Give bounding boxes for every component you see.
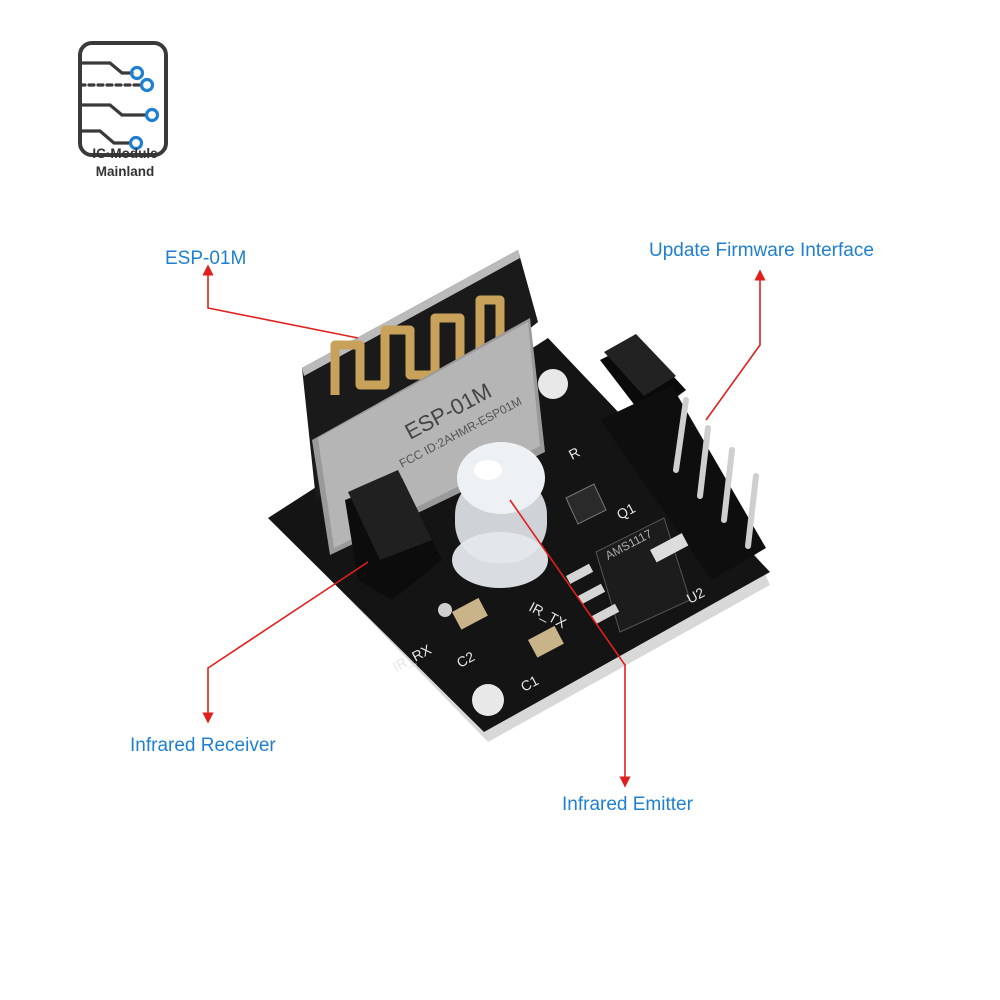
ir-emitter-led-dome xyxy=(457,442,545,514)
mounting-hole xyxy=(472,684,504,716)
silkscreen-c2: C2 xyxy=(454,648,478,671)
callout-infrared-receiver: Infrared Receiver xyxy=(130,735,276,756)
mounting-hole xyxy=(538,369,568,399)
regulator-pins xyxy=(566,563,620,624)
header-pins xyxy=(673,397,759,549)
silkscreen-q1: Q1 xyxy=(614,500,638,523)
capacitor-c1 xyxy=(528,625,564,658)
brand-name-line2: Mainland xyxy=(95,164,155,179)
callout-esp-01m: ESP-01M xyxy=(165,248,247,269)
transistor-q1 xyxy=(565,483,607,525)
pin-header-base xyxy=(600,386,766,580)
callout-infrared-emitter: Infrared Emitter xyxy=(562,794,693,815)
capacitor-c2 xyxy=(452,597,488,630)
mounting-hole xyxy=(438,603,452,617)
silkscreen-u2: U2 xyxy=(684,584,708,607)
ir-receiver-face xyxy=(348,470,432,560)
antenna-trace xyxy=(330,295,505,395)
jumper-cap-top xyxy=(604,334,676,396)
receiver-callout-arrow xyxy=(202,561,369,724)
firmware-callout-arrow xyxy=(705,269,766,421)
esp-callout-arrow xyxy=(202,264,359,339)
regulator-tab xyxy=(649,533,689,563)
brand-logo-text: IC·Module Mainland xyxy=(58,145,192,181)
callout-update-firmware-interface: Update Firmware Interface xyxy=(649,240,874,261)
ir-emitter-led-highlight xyxy=(474,460,502,480)
brand-name-line1: IC·Module xyxy=(92,146,158,161)
circuit-board-icon xyxy=(78,41,168,157)
emitter-callout-arrow xyxy=(509,499,631,788)
silkscreen-c1: C1 xyxy=(518,672,542,695)
